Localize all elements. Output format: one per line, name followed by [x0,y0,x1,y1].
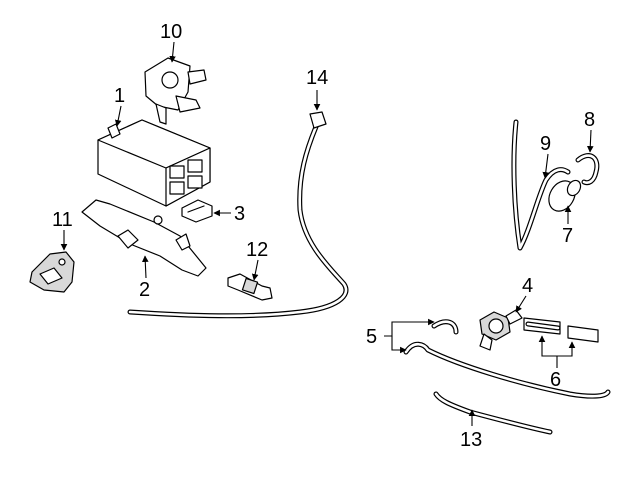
part-13-tube [433,391,553,435]
part-7-filter [548,179,582,212]
part-4-valve [479,309,523,351]
part-11-small-bracket [29,251,75,293]
callout-labels: 1 2 3 4 5 6 7 8 9 10 11 12 13 14 [52,21,595,451]
callout-7: 7 [562,225,573,247]
callout-10: 10 [160,21,182,43]
callout-9: 9 [540,133,551,155]
callout-1: 1 [114,85,125,107]
leader-lines [60,41,594,426]
part-10-purge-valve [144,57,207,125]
part-14-vacuum-line [127,111,349,319]
callout-6: 6 [550,369,561,391]
part-8-elbow [575,153,600,186]
callout-11: 11 [52,209,73,231]
callout-5: 5 [366,326,377,348]
part-3-clip [181,199,213,223]
callout-4: 4 [522,275,533,297]
callout-14: 14 [306,67,328,89]
part-6-hoses [523,317,599,343]
part-1-vapor-canister [97,119,211,207]
callout-8: 8 [584,109,595,131]
callout-12: 12 [246,239,268,261]
part-5-hoses [403,319,611,399]
part-12-valve [227,273,273,301]
part-9-hose [511,119,571,251]
callout-13: 13 [460,429,482,451]
callout-2: 2 [139,279,150,301]
callout-3: 3 [234,203,245,225]
part-2-bracket [81,199,207,277]
